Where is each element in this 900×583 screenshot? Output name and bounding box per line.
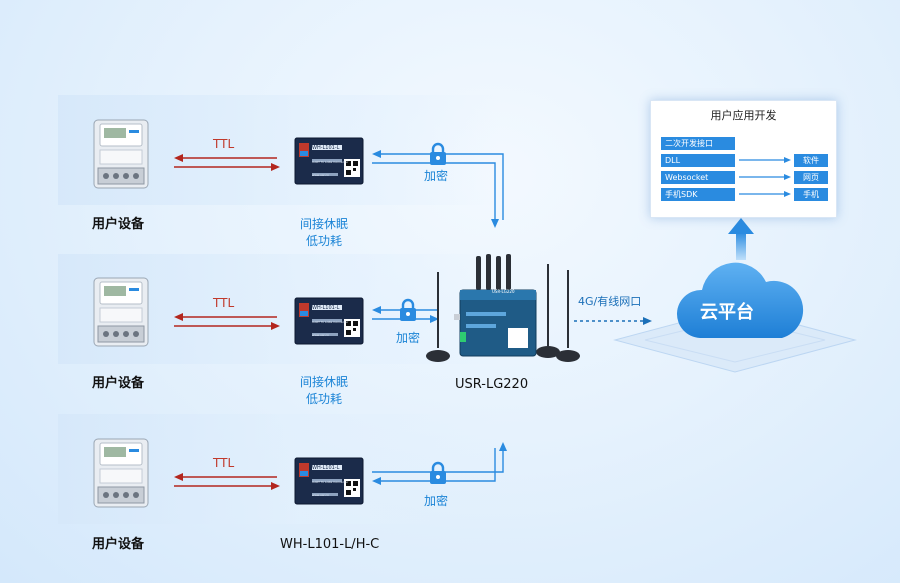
encrypted-link-arrow xyxy=(372,442,507,485)
module-chip-text: WH-L101-L xyxy=(312,145,340,151)
encrypt-label: 加密 xyxy=(424,169,449,183)
lora-module xyxy=(294,297,364,345)
lora-module xyxy=(294,137,364,185)
module-url-text: www.usr.cn xyxy=(312,173,329,177)
lock-icon xyxy=(430,461,446,484)
app-source-box: Websocket xyxy=(661,171,735,184)
uplink-arrow xyxy=(574,317,652,325)
module-chip-text: WH-L101-L xyxy=(312,305,340,311)
gateway-device xyxy=(426,254,580,362)
module-sub-text: UART To LoRa Converter xyxy=(312,320,349,324)
ttl-arrow xyxy=(174,154,280,171)
electric-meter-icon xyxy=(93,119,149,189)
gateway-face-text: USR-LG220 xyxy=(492,289,515,294)
module-model-label: WH-L101-L/H-C xyxy=(280,537,380,552)
encrypt-label: 加密 xyxy=(396,331,421,345)
lock-icon xyxy=(430,142,446,165)
electric-meter-icon xyxy=(93,277,149,347)
module-chip-text: WH-L101-L xyxy=(312,465,340,471)
ttl-label: TTL xyxy=(213,296,235,310)
ttl-label: TTL xyxy=(213,456,235,470)
app-target-tag: 软件 xyxy=(794,154,828,167)
module-url-text: www.usr.cn xyxy=(312,493,329,497)
device-label: 用户设备 xyxy=(92,376,145,391)
app-dev-panel: 用户应用开发 二次开发接口 DLL Websocket 手机SDK 软件 网页 … xyxy=(650,100,837,218)
ttl-label: TTL xyxy=(213,137,235,151)
app-panel-title: 用户应用开发 xyxy=(710,109,777,122)
app-source-box: 手机SDK xyxy=(661,188,735,201)
sleep-note: 间接休眠低功耗 xyxy=(300,375,349,406)
module-sub-text: UART To LoRa Converter xyxy=(312,160,349,164)
gateway-label: USR-LG220 xyxy=(455,377,529,392)
app-flow-arrows xyxy=(739,157,791,197)
device-label: 用户设备 xyxy=(92,217,145,232)
ttl-arrow xyxy=(174,473,280,490)
encrypted-link-arrow xyxy=(372,150,504,228)
cloud-label: 云平台 xyxy=(700,302,754,323)
lock-icon xyxy=(400,298,416,321)
up-arrow xyxy=(728,218,754,260)
electric-meter-icon xyxy=(93,438,149,508)
app-target-tag: 网页 xyxy=(794,171,828,184)
encrypt-label: 加密 xyxy=(424,494,449,508)
cloud-icon xyxy=(676,262,804,338)
app-source-box: 二次开发接口 xyxy=(661,137,735,150)
uplink-label: 4G/有线网口 xyxy=(578,295,642,308)
app-target-tag: 手机 xyxy=(794,188,828,201)
device-label: 用户设备 xyxy=(92,537,145,552)
lora-module xyxy=(294,457,364,505)
module-sub-text: UART To LoRa Converter xyxy=(312,480,349,484)
app-source-box: DLL xyxy=(661,154,735,167)
ttl-arrow xyxy=(174,313,280,330)
module-url-text: www.usr.cn xyxy=(312,333,329,337)
sleep-note: 间接休眠低功耗 xyxy=(300,217,349,248)
